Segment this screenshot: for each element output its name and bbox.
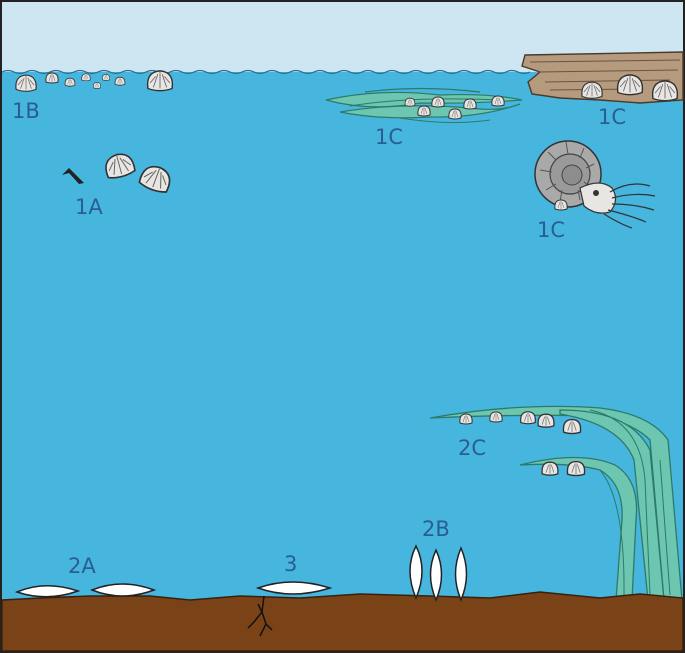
label-2a: 2A [68,554,96,578]
upright-shells-2b [410,546,467,600]
sediment-floor [2,592,683,651]
label-1a: 1A [75,195,103,219]
label-3: 3 [284,552,297,576]
label-2c: 2C [458,436,486,460]
driftwood-1c [522,52,683,103]
label-1c-wood: 1C [598,105,626,129]
label-1b: 1B [12,99,40,123]
label-1c-ammonite: 1C [537,218,565,242]
label-1c-raft: 1C [375,125,403,149]
label-2b: 2B [422,517,450,541]
